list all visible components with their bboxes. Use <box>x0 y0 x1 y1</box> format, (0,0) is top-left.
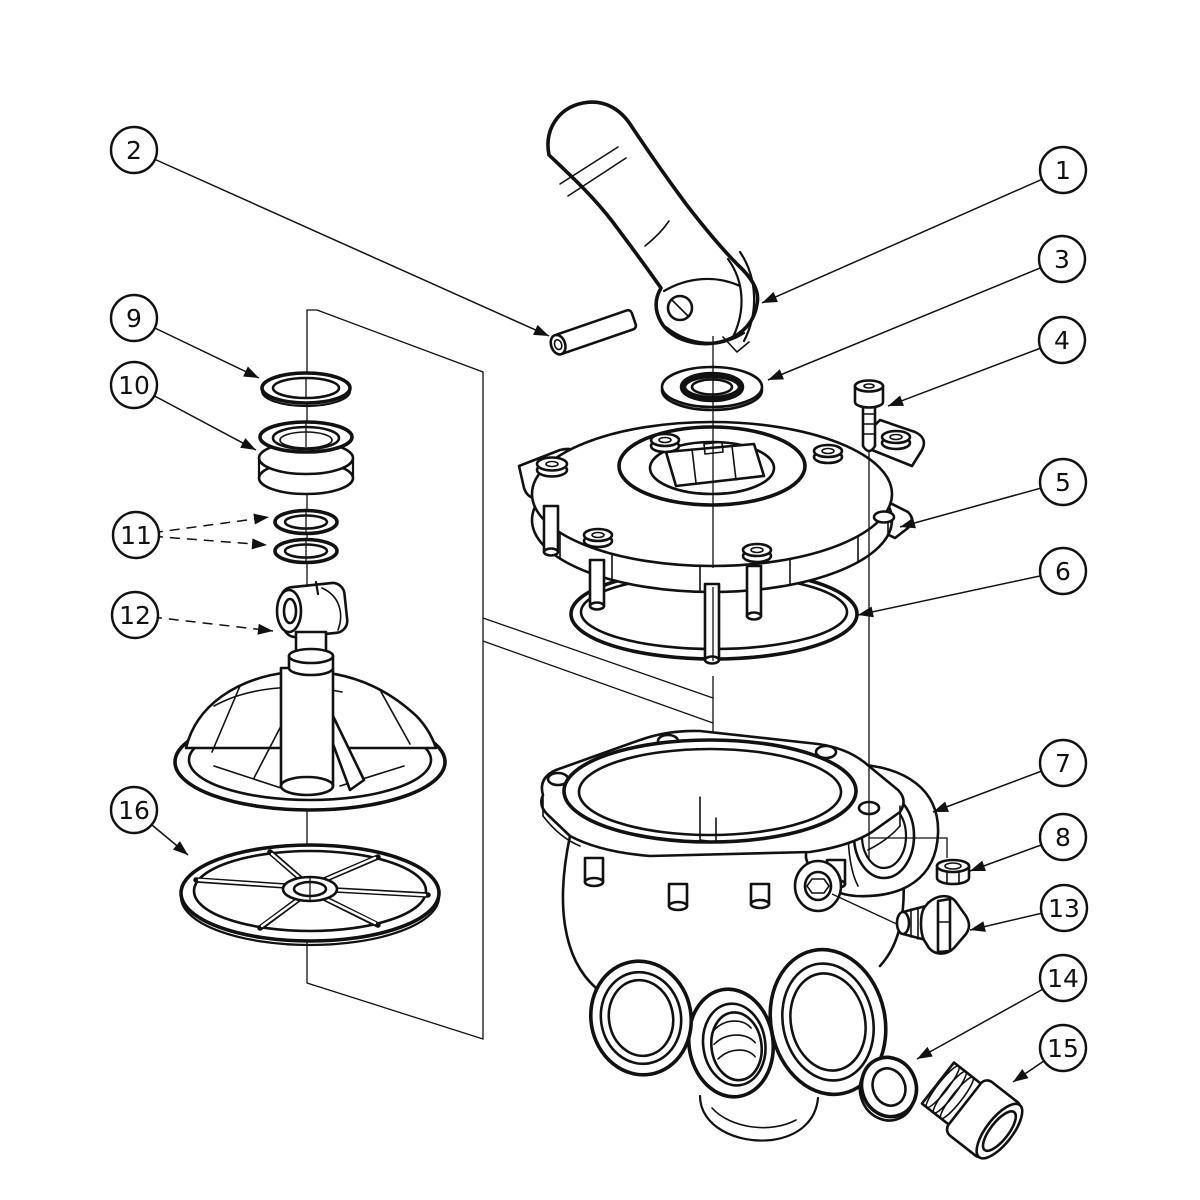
callout-5-label: 5 <box>1055 468 1071 497</box>
callout-2: 2 <box>109 125 159 175</box>
callout-4: 4 <box>1037 315 1087 365</box>
callout-3-label: 3 <box>1054 245 1070 274</box>
callout-9: 9 <box>109 293 159 343</box>
callout-6-label: 6 <box>1055 557 1071 586</box>
callout-6: 6 <box>1038 546 1088 596</box>
cover-studs <box>542 504 763 665</box>
screw-axis <box>831 452 948 927</box>
callout-12-label: 12 <box>119 601 151 630</box>
callout-5: 5 <box>1038 457 1088 507</box>
cover-screw-heads <box>535 429 912 564</box>
callout-4-label: 4 <box>1054 326 1070 355</box>
callout-1: 1 <box>1038 145 1088 195</box>
construction-lines <box>306 309 714 1040</box>
callout-11-label: 11 <box>120 521 152 550</box>
callout-15: 15 <box>1038 1023 1088 1073</box>
part-diverter <box>173 666 447 812</box>
leader-4 <box>887 339 1063 407</box>
callout-12: 12 <box>110 590 160 640</box>
callout-11: 11 <box>111 510 161 560</box>
callout-14: 14 <box>1038 953 1088 1003</box>
callout-14-label: 14 <box>1047 964 1079 993</box>
callout-8-label: 8 <box>1055 823 1071 852</box>
callout-7: 7 <box>1038 738 1088 788</box>
left-axis-overlays <box>305 378 311 902</box>
callout-10-label: 10 <box>118 371 150 400</box>
leader-1 <box>761 169 1064 304</box>
callout-10: 10 <box>109 360 159 410</box>
leader-3 <box>767 258 1063 381</box>
callout-13: 13 <box>1039 883 1089 933</box>
part-handle <box>546 100 760 353</box>
part-handle-pin <box>549 308 638 356</box>
part-cover-screw <box>853 379 885 453</box>
part-connector-nipple <box>920 1061 1024 1160</box>
part-hex-nut <box>935 858 971 886</box>
callout-9-label: 9 <box>126 304 142 333</box>
callout-7-label: 7 <box>1055 749 1071 778</box>
gasket-spokes <box>193 849 431 931</box>
leader-2 <box>133 149 550 337</box>
callout-15-label: 15 <box>1047 1034 1079 1063</box>
leader-6 <box>857 570 1064 618</box>
part-valve-cover <box>517 418 926 665</box>
callout-8: 8 <box>1038 812 1088 862</box>
callouts: 1 2 3 4 5 6 7 8 <box>109 125 1089 1073</box>
callout-16-label: 16 <box>118 796 150 825</box>
part-drain-plug <box>895 894 971 955</box>
part-top-washer <box>660 365 764 412</box>
callout-2-label: 2 <box>126 136 142 165</box>
part-rotor-key <box>275 580 349 677</box>
part-nipple-o-ring <box>858 1055 919 1122</box>
leader-5 <box>899 481 1064 529</box>
callout-13-label: 13 <box>1048 894 1080 923</box>
callout-3: 3 <box>1037 234 1087 284</box>
leader-14 <box>916 977 1064 1060</box>
part-valve-body <box>540 729 940 1142</box>
callout-1-label: 1 <box>1055 156 1071 185</box>
callout-16: 16 <box>109 785 159 835</box>
